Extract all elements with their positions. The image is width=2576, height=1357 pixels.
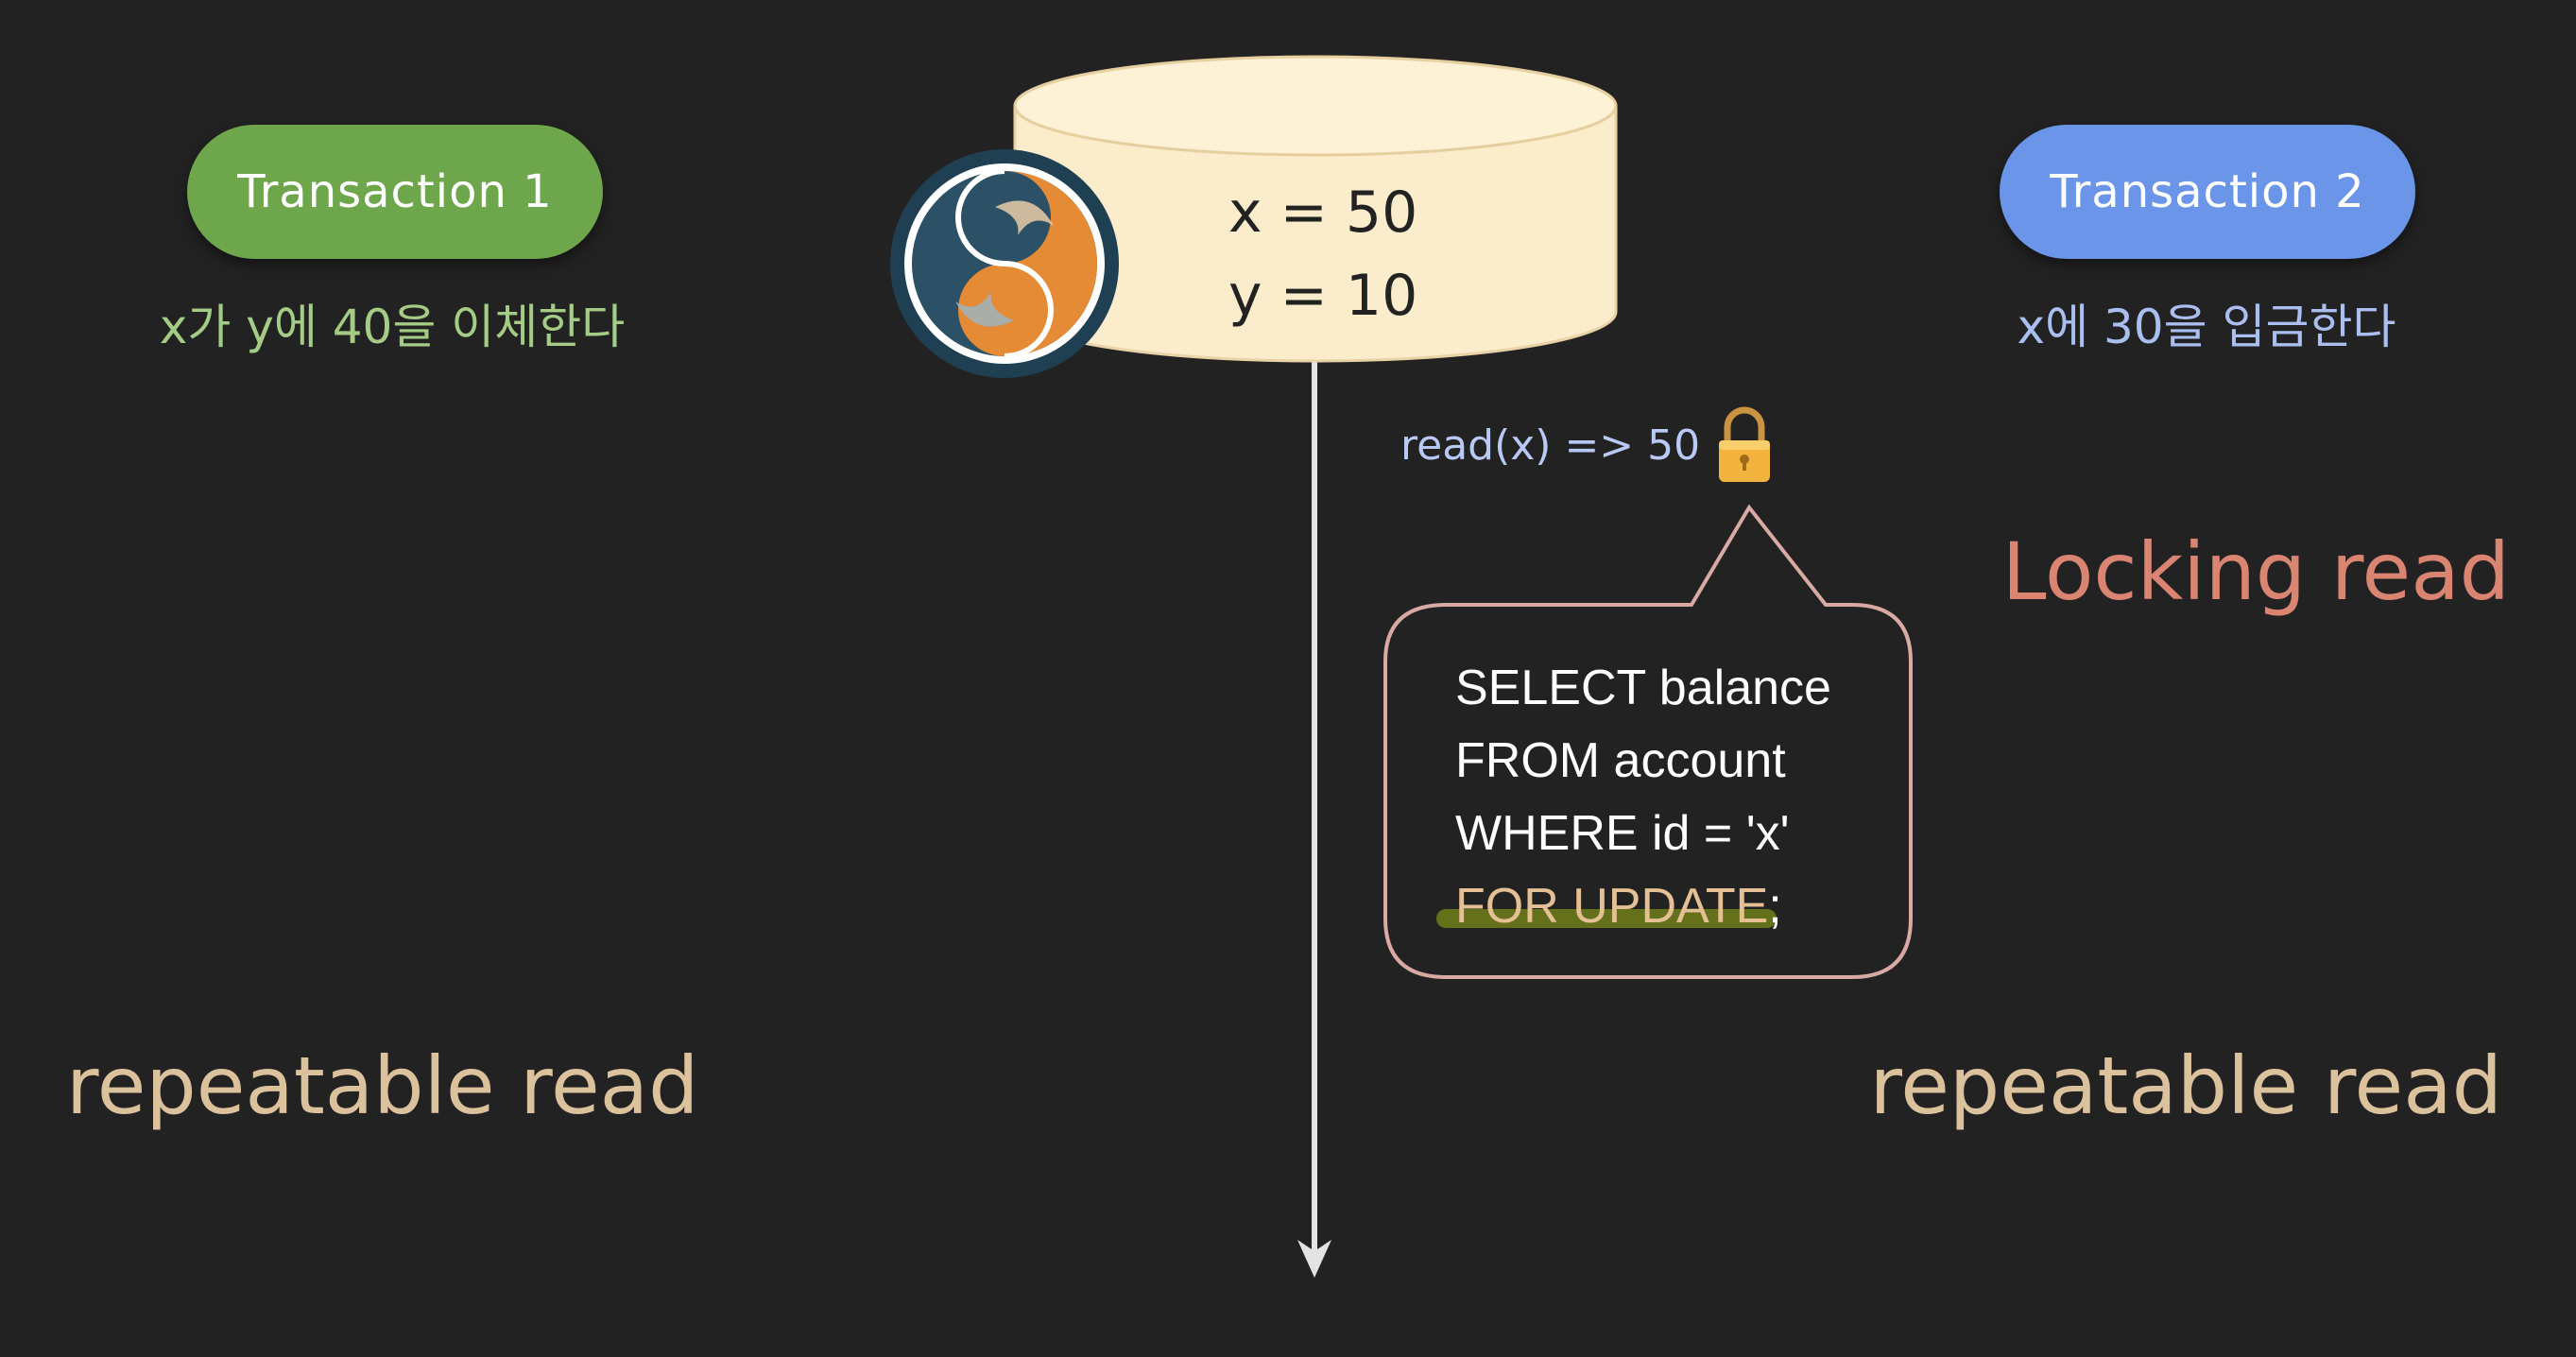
locking-read-label: Locking read	[2001, 525, 2510, 618]
transaction-1-isolation-level: repeatable read	[66, 1039, 699, 1132]
sql-query: SELECT balance FROM account WHERE id = '…	[1455, 652, 1831, 943]
sql-line-for-update: FOR UPDATE;	[1455, 870, 1831, 943]
sql-for-update-keyword: FOR UPDATE	[1455, 879, 1769, 934]
database-x-value: x = 50	[1228, 180, 1418, 246]
lock-icon	[1719, 406, 1770, 482]
database-cylinder	[1013, 55, 1618, 363]
transaction-1-description: x가 y에 40을 이체한다	[159, 300, 626, 354]
transaction-2-description: x에 30을 입금한다	[2017, 300, 2396, 354]
transaction-2-badge: Transaction 2	[2000, 125, 2415, 259]
sql-line-select: SELECT balance	[1455, 661, 1831, 715]
sql-line-where: WHERE id = 'x'	[1455, 806, 1790, 861]
sql-semicolon: ;	[1768, 879, 1782, 934]
mysql-dolphin-logo	[890, 149, 1119, 378]
timeline-arrow	[1297, 359, 1331, 1278]
database-y-value: y = 10	[1228, 263, 1418, 329]
transaction-1-badge: Transaction 1	[187, 125, 603, 259]
sql-line-from: FROM account	[1455, 733, 1786, 788]
transaction-2-isolation-level: repeatable read	[1869, 1039, 2502, 1132]
sql-callout	[1383, 504, 1913, 979]
read-operation-label: read(x) => 50	[1400, 421, 1701, 470]
for-update-highlight	[1436, 909, 1777, 928]
